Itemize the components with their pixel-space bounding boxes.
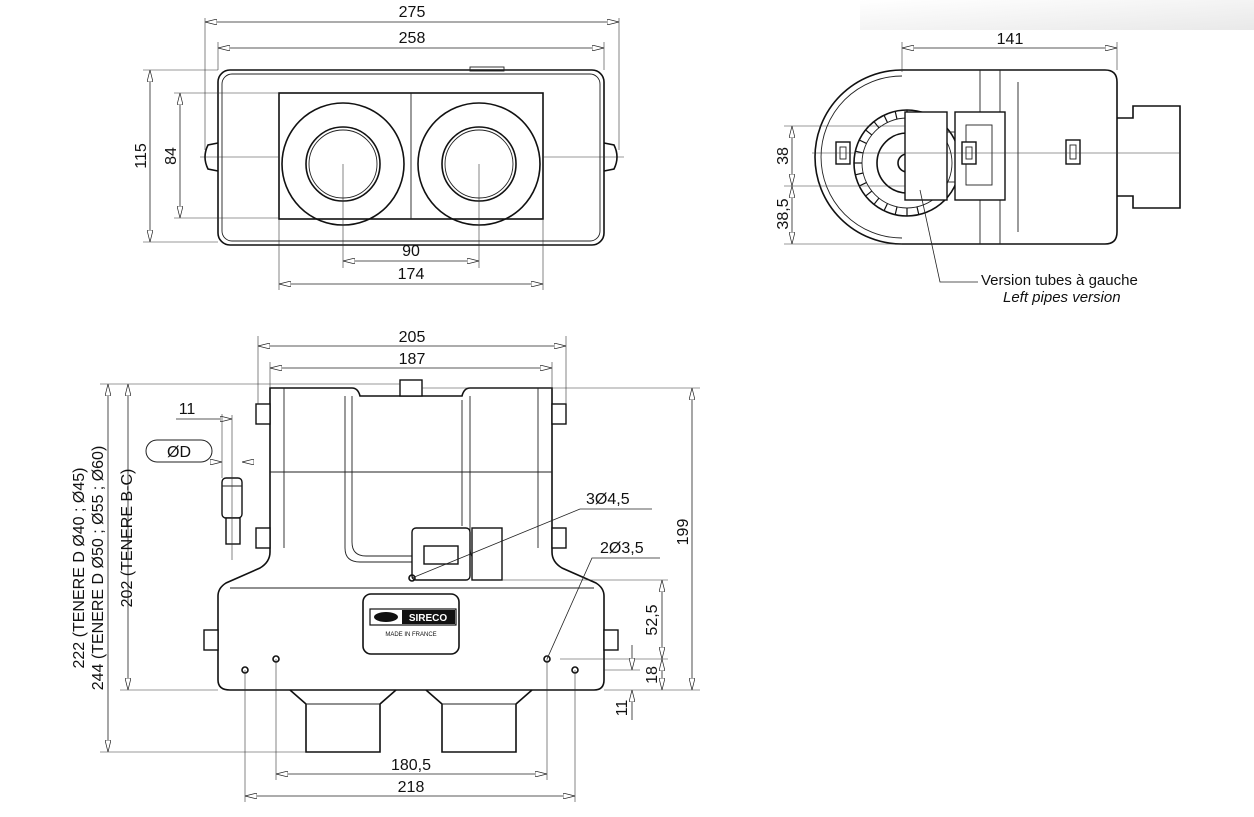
gear-tooth	[858, 181, 867, 187]
dim-90: 90	[402, 243, 420, 260]
side-tube	[221, 415, 243, 560]
front-clip-mr	[551, 527, 567, 549]
dim-11-bottom: 11	[614, 700, 631, 717]
vlabel-202: 202 (TENERE B-C)	[119, 469, 136, 608]
dim-3d4-5: 3Ø4,5	[586, 491, 630, 508]
side-body-outline	[814, 69, 1118, 245]
side-view: 141 38 38,5 Version tubes à gauche Left …	[775, 31, 1181, 306]
front-clip-bl	[203, 629, 219, 651]
burner-block	[471, 527, 503, 581]
front-clip-br	[603, 629, 619, 651]
dim-18: 18	[644, 666, 661, 684]
nameplate: SIRECO MADE IN FRANCE	[362, 593, 460, 655]
gear-tooth	[855, 172, 864, 176]
plate-origin: MADE IN FRANCE	[385, 632, 436, 638]
dim-199: 199	[675, 519, 692, 546]
dim-180-5: 180,5	[391, 757, 431, 774]
front-clip-ml	[255, 527, 271, 549]
top-handle	[399, 379, 423, 397]
dim-187: 187	[399, 351, 426, 368]
dim-218: 218	[398, 779, 425, 796]
dim-38: 38	[775, 147, 792, 165]
gear-tooth	[873, 121, 880, 129]
dim-275: 275	[399, 4, 426, 21]
dim-38-5: 38,5	[775, 198, 792, 229]
gear-tooth	[883, 114, 889, 123]
outlet-right	[425, 689, 533, 753]
vlabel-222: 222 (TENERE D Ø40 ; Ø45)	[71, 468, 88, 669]
dim-52-5: 52,5	[644, 604, 661, 635]
front-view: SIRECO MADE IN FRANCE 205 187 11 ØD	[71, 329, 700, 802]
dim-141: 141	[997, 31, 1024, 48]
dim-174: 174	[398, 266, 425, 283]
side-clip-3	[1065, 139, 1081, 165]
dim-258: 258	[399, 30, 426, 47]
plate-brand: SIRECO	[409, 613, 448, 624]
gear-tooth	[883, 203, 889, 212]
top-view: 275 258 115 84 90 174	[133, 4, 624, 290]
dim-115: 115	[133, 143, 150, 169]
tube-assembly	[904, 111, 948, 201]
dim-2d3-5: 2Ø3,5	[600, 540, 644, 557]
outlet-left	[289, 689, 397, 753]
gear-tooth	[855, 150, 864, 154]
gear-tooth	[865, 190, 873, 197]
diameter-label-box	[145, 439, 213, 463]
front-clip-tr	[551, 403, 567, 425]
front-clip-tl	[255, 403, 271, 425]
clip-left	[204, 142, 219, 172]
gear-tooth	[894, 206, 898, 215]
callout-leader	[919, 189, 978, 283]
gear-tooth	[916, 206, 920, 215]
front-body-outline	[217, 387, 605, 691]
callout-en: Left pipes version	[1003, 289, 1121, 306]
side-outlet-pipe	[1117, 105, 1181, 209]
gear-tooth	[873, 197, 880, 205]
dim-84: 84	[163, 147, 180, 165]
leader-3-4-5	[411, 508, 652, 579]
clip-right	[603, 142, 618, 172]
diameter-label: ØD	[167, 444, 191, 461]
hole-3	[408, 574, 416, 582]
callout-fr: Version tubes à gauche	[981, 272, 1138, 289]
corner-shade	[860, 0, 1254, 30]
leader-2-3-5	[546, 557, 660, 660]
dim-205: 205	[399, 329, 426, 346]
dim-11-top: 11	[179, 401, 196, 418]
top-body-outline	[217, 69, 605, 246]
gear-tooth	[865, 129, 873, 136]
gear-tooth	[858, 139, 867, 145]
vlabel-244: 244 (TENERE D Ø50 ; Ø55 ; Ø60)	[90, 446, 107, 691]
gear-tooth	[894, 111, 898, 120]
